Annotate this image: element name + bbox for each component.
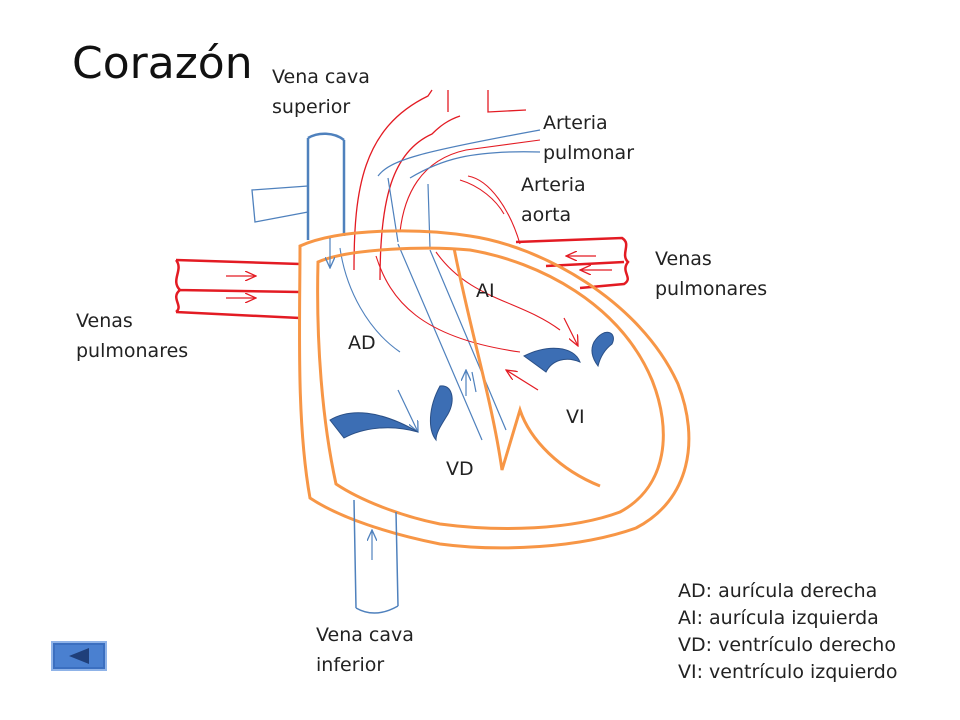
label-arteria-pulmonar: Arteria pulmonar [543, 112, 635, 164]
aorta-inner [399, 139, 541, 233]
label-vena-cava-inferior: Vena cava inferior [316, 624, 414, 676]
la-red-lines [375, 251, 561, 353]
vena-cava-branch [251, 185, 309, 223]
vena-cava-inferior-vessel [353, 499, 399, 614]
vena-cava-superior-vessel [306, 132, 346, 240]
label-arteria-aorta: Arteria aorta [521, 174, 586, 226]
triangle-left-icon [51, 641, 107, 671]
label-ai: AI [476, 280, 495, 302]
aorta-trunk [459, 175, 521, 245]
label-vd: VD [446, 458, 474, 480]
arrow-lv-aorta [506, 370, 539, 391]
back-button[interactable] [51, 641, 107, 671]
valve-tricuspid-left [329, 412, 419, 439]
valve-tricuspid-right [430, 385, 453, 442]
septum-orange [452, 247, 601, 488]
legend: AD: aurícula derecha AI: aurícula izquie… [678, 578, 897, 686]
legend-item: VD: ventrículo derecho [678, 634, 896, 656]
label-venas-pulmonares-left: Venas pulmonares [76, 310, 189, 362]
septum-blue-b [339, 247, 401, 353]
arrow-ra-rv [397, 389, 418, 432]
slide-title: Corazón [72, 38, 253, 89]
arrow-la-lv [563, 317, 578, 346]
legend-item: VI: ventrículo izquierdo [678, 661, 898, 683]
legend-item: AD: aurícula derecha [678, 580, 878, 602]
valve-mitral-right [591, 331, 614, 368]
label-ad: AD [348, 332, 376, 354]
legend-item: AI: aurícula izquierda [678, 607, 879, 629]
heart-outline-outer [297, 229, 691, 550]
label-venas-pulmonares-right: Venas pulmonares [655, 248, 768, 300]
venas-pulmonares-left-vessel [174, 258, 301, 320]
heart-outline-inner [316, 246, 665, 530]
valve-mitral-left [523, 347, 581, 373]
aorta-arch [353, 89, 527, 281]
label-vena-cava-superior: Vena cava superior [272, 66, 370, 118]
pulmonary-artery [377, 129, 541, 249]
septum-blue [397, 243, 507, 441]
venas-pulmonares-right-vessel [515, 236, 630, 290]
label-vi: VI [566, 406, 585, 428]
